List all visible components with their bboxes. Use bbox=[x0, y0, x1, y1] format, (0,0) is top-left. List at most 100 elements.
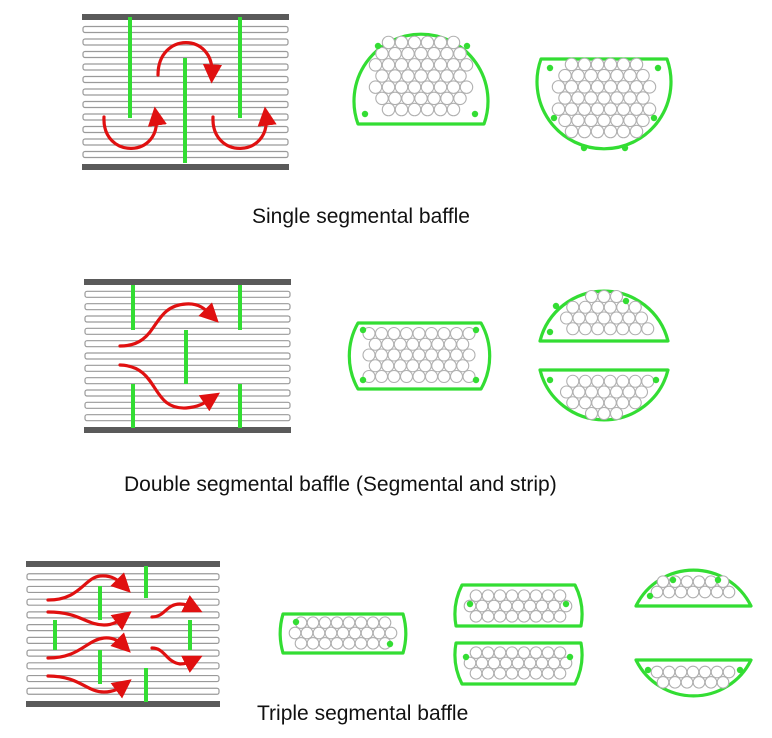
tie-rod-dot bbox=[580, 144, 588, 152]
tube-hole bbox=[342, 616, 356, 630]
tube-hole bbox=[686, 665, 700, 679]
tube-hole bbox=[692, 575, 706, 589]
tube-hole bbox=[381, 337, 395, 351]
tube-hole bbox=[634, 385, 649, 399]
tube-hole bbox=[603, 102, 618, 116]
tube-hole bbox=[511, 656, 525, 670]
tube-hole bbox=[609, 289, 624, 304]
tube-hole bbox=[597, 68, 611, 83]
tube-hole bbox=[564, 80, 579, 94]
tie-rod-dot bbox=[546, 64, 554, 72]
tube-hole bbox=[584, 91, 598, 105]
tube-hole bbox=[610, 113, 624, 128]
tie-rod-dot bbox=[472, 326, 480, 334]
tube-hole bbox=[584, 406, 599, 421]
tube-hole bbox=[656, 575, 670, 589]
flow-arrow bbox=[211, 106, 277, 150]
tube-hole bbox=[381, 102, 396, 117]
tube-hole bbox=[420, 58, 435, 72]
shell-plate-bottom bbox=[84, 427, 291, 433]
tube-hole bbox=[529, 666, 543, 680]
tie-rod-dot bbox=[546, 328, 554, 336]
tube-hole bbox=[603, 396, 617, 410]
tube bbox=[26, 687, 220, 695]
tube-hole bbox=[499, 656, 513, 670]
tube-hole bbox=[535, 599, 549, 613]
shell-plate-top bbox=[84, 279, 291, 285]
tube-hole bbox=[487, 656, 501, 670]
tube-hole bbox=[609, 385, 624, 399]
tube-hole bbox=[453, 91, 467, 106]
shell-plate-top bbox=[82, 14, 289, 20]
tube bbox=[26, 598, 220, 606]
tube-hole bbox=[427, 46, 441, 61]
tube-hole bbox=[622, 311, 636, 325]
tie-rod-dot bbox=[386, 640, 394, 648]
tube-hole bbox=[381, 359, 395, 373]
tube-hole bbox=[372, 626, 386, 640]
tube-hole bbox=[387, 369, 401, 384]
tie-rod-dot bbox=[292, 618, 300, 626]
tube-hole bbox=[342, 636, 356, 650]
tube-hole bbox=[406, 359, 420, 373]
flow-arrow bbox=[102, 106, 167, 150]
tube-hole bbox=[597, 91, 611, 105]
plate-triple-mid-upper bbox=[453, 583, 584, 628]
tube-hole bbox=[535, 656, 549, 670]
tube-hole bbox=[564, 124, 579, 139]
tube-hole bbox=[294, 636, 308, 650]
tube-hole bbox=[456, 337, 470, 351]
tube-hole bbox=[412, 326, 426, 341]
tie-rod-dot bbox=[361, 110, 369, 118]
tube-hole bbox=[629, 80, 644, 94]
tube-hole bbox=[381, 35, 396, 50]
tube-hole bbox=[571, 91, 585, 105]
tube-hole bbox=[553, 666, 567, 680]
tube-hole bbox=[674, 665, 688, 679]
tie-rod-dot bbox=[644, 666, 652, 674]
tube-hole bbox=[324, 626, 338, 640]
tube-hole bbox=[505, 589, 519, 603]
tube-hole bbox=[424, 326, 439, 341]
tube-hole bbox=[650, 665, 664, 679]
tube-hole bbox=[597, 113, 611, 128]
tube-hole bbox=[572, 385, 586, 399]
tube-hole bbox=[591, 374, 605, 388]
tube-hole bbox=[374, 369, 389, 384]
tie-rod-dot bbox=[736, 666, 744, 674]
tube-hole bbox=[469, 666, 483, 680]
triple-segmental-panel bbox=[26, 561, 753, 707]
tube-hole bbox=[368, 80, 383, 94]
tube-hole bbox=[704, 675, 718, 689]
tube-hole bbox=[558, 113, 572, 128]
tube-hole bbox=[686, 585, 700, 599]
tube-hole bbox=[505, 609, 519, 623]
tie-rod-dot bbox=[550, 114, 558, 122]
flow-arrow bbox=[118, 363, 220, 412]
tube-hole bbox=[401, 91, 415, 106]
tube-hole bbox=[629, 124, 644, 139]
tube-hole bbox=[662, 665, 676, 679]
tube-hole bbox=[577, 57, 592, 72]
tube-hole bbox=[566, 300, 580, 314]
tube-hole bbox=[692, 675, 706, 689]
tube-hole bbox=[722, 665, 736, 679]
tube-hole bbox=[459, 80, 474, 94]
tube-hole bbox=[493, 589, 507, 603]
tube-hole bbox=[541, 609, 555, 623]
tube-hole bbox=[603, 124, 618, 139]
tube-hole bbox=[523, 599, 537, 613]
tube-hole bbox=[541, 666, 555, 680]
tube-hole bbox=[578, 322, 592, 336]
tube-hole bbox=[401, 46, 415, 61]
tube-hole bbox=[453, 46, 467, 61]
tube-hole bbox=[420, 35, 435, 50]
tube-hole bbox=[493, 646, 507, 660]
tube-hole bbox=[388, 69, 402, 83]
tube-hole bbox=[662, 585, 676, 599]
tube-hole bbox=[388, 91, 402, 106]
tube-hole bbox=[603, 374, 617, 388]
tube-hole bbox=[597, 385, 611, 399]
tube-hole bbox=[437, 348, 451, 362]
